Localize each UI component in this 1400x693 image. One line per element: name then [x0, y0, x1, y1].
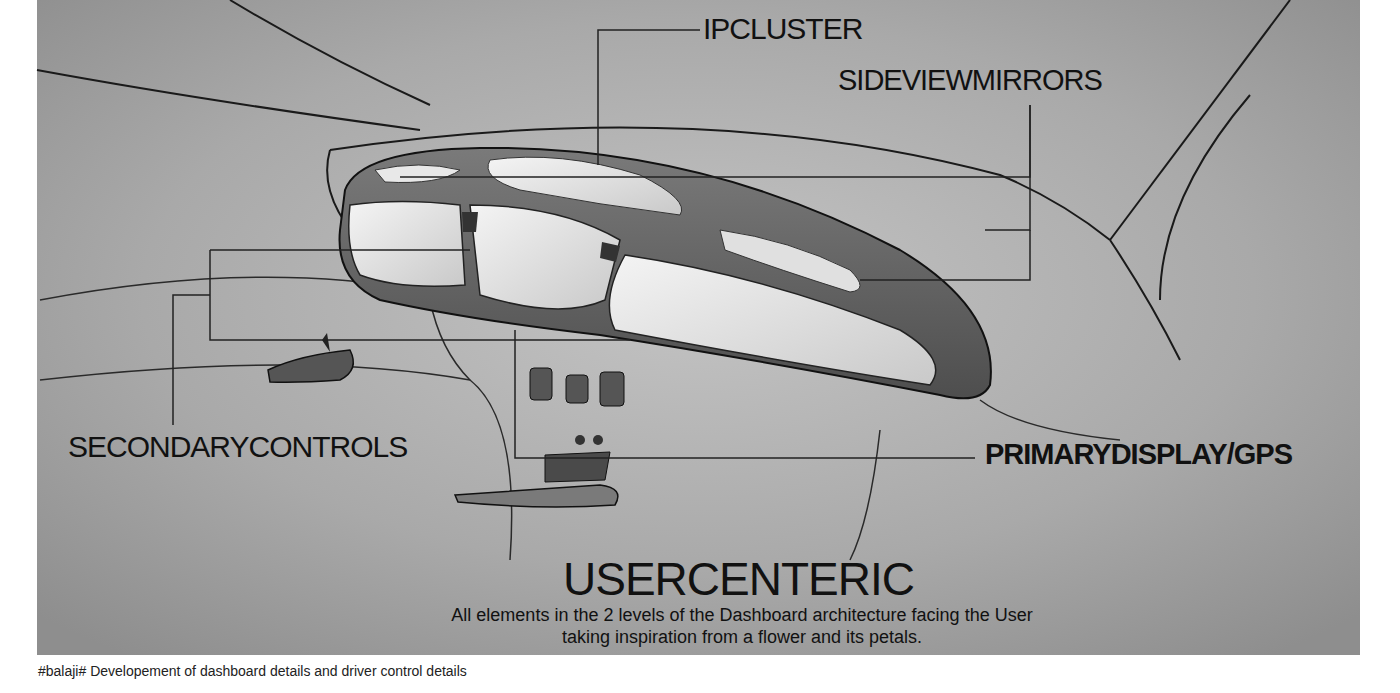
center-controls [455, 368, 624, 507]
part-label: IPCLUSTER [703, 12, 862, 46]
part-label: SECONDARYCONTROLS [68, 430, 407, 464]
part-label: PRIMARYDISPLAY/GPS [985, 438, 1292, 471]
figure-caption: #balaji# Developement of dashboard detai… [38, 663, 467, 679]
background-panel [37, 0, 1360, 655]
part-label: SIDEVIEWMIRRORS [838, 64, 1102, 97]
design-note: All elements in the 2 levels of the Dash… [432, 604, 1052, 648]
concept-heading: USERCENTERIC [563, 552, 914, 606]
dashboard-pod [340, 148, 991, 398]
